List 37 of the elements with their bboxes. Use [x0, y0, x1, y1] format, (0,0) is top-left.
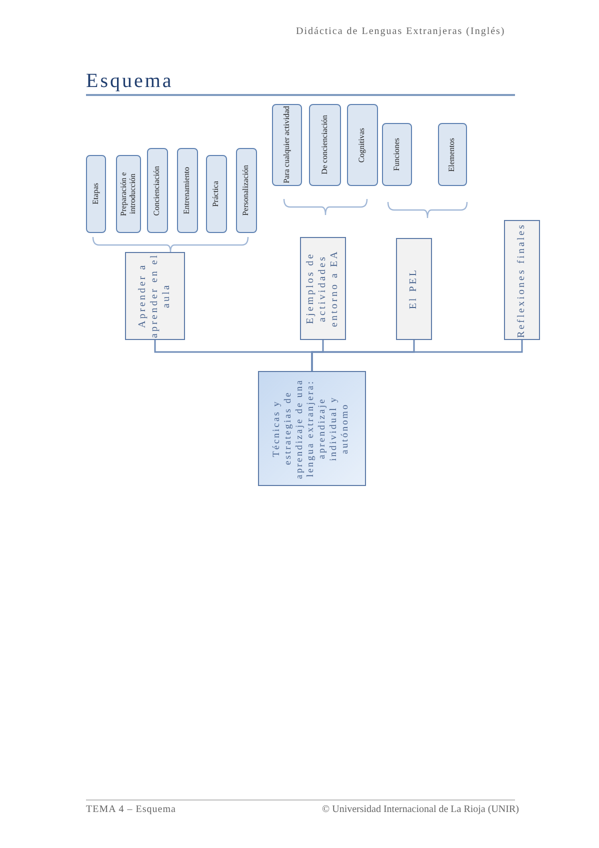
topic-box [206, 155, 227, 233]
section-box [125, 252, 185, 340]
box-label: Ejemplos de actividades entorno a EA [305, 248, 341, 330]
topic-box [236, 148, 257, 233]
topic-box [382, 123, 412, 186]
topic-box [438, 123, 467, 186]
topic-box [347, 104, 378, 186]
topic-box [116, 155, 141, 233]
box-label: El PEL [408, 268, 420, 310]
box-label: Práctica [212, 181, 221, 207]
box-label: Concienciación [153, 166, 162, 216]
footer-text: TEMA 4 – Esquema [86, 804, 176, 815]
topic-box [86, 155, 106, 233]
topic-box [147, 148, 168, 233]
section-box [504, 220, 540, 340]
copyright-text: © Universidad Internacional de La Rioja (UNIR) [322, 804, 519, 815]
box-label: Reflexiones finales [516, 222, 528, 338]
box-label: Para cualquier actividad [282, 106, 292, 184]
box-label: Cognitivas [358, 128, 367, 162]
box-label: Entrenamiento [183, 166, 192, 214]
box-label: Funciones [392, 138, 402, 171]
section-box [396, 238, 432, 340]
box-label: Preparación e introducción [120, 171, 138, 218]
main-topic-box [258, 371, 366, 486]
topic-box [272, 104, 302, 186]
connector-line [311, 340, 523, 371]
running-header: Didáctica de Lenguas Extranjeras (Inglés) [296, 26, 506, 37]
page-title: Esquema [86, 70, 174, 93]
box-label: Técnicas y estrategias de aprendizaje de una lengua extranjera: aprendizaje individual y autónomo [272, 378, 352, 481]
box-label: Aprender a aprender en el aula [137, 253, 173, 339]
topic-box [177, 148, 198, 233]
box-label: Etapas [92, 183, 100, 205]
box-label: Personalización [242, 165, 251, 216]
section-box [300, 237, 346, 340]
box-label: De concienciación [320, 115, 330, 175]
topic-box [309, 104, 341, 186]
box-label: Elementos [448, 138, 457, 172]
